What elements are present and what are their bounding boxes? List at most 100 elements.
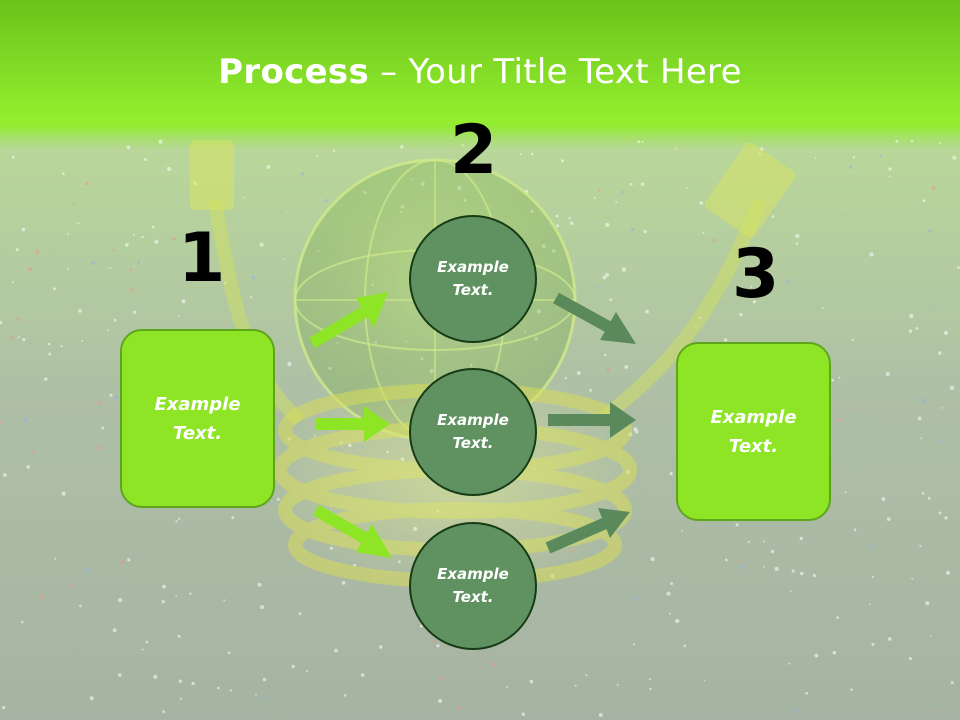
sparkle-dot bbox=[681, 530, 683, 532]
sparkle-dot bbox=[637, 140, 641, 144]
sparkle-dot bbox=[837, 418, 842, 422]
sparkle-dot bbox=[291, 664, 295, 669]
sparkle-dot bbox=[107, 329, 110, 332]
title-rest: – Your Title Text Here bbox=[369, 52, 742, 92]
sparkle-dot bbox=[589, 388, 593, 392]
sparkle-dot bbox=[72, 202, 75, 205]
sparkle-dot bbox=[124, 243, 129, 247]
sparkle-dot bbox=[643, 230, 647, 234]
sparkle-dot bbox=[255, 693, 257, 696]
sparkle-dot bbox=[250, 683, 253, 686]
sparkle-dot bbox=[650, 556, 655, 562]
sparkle-dot bbox=[6, 251, 8, 254]
circle-top-text: Example Text. bbox=[437, 258, 509, 299]
sparkle-dot bbox=[22, 337, 26, 342]
sparkle-dot bbox=[113, 318, 117, 322]
sparkle-dot bbox=[871, 642, 875, 646]
sparkle-dot bbox=[260, 605, 265, 610]
sparkle-dot bbox=[670, 582, 674, 586]
sparkle-dot bbox=[934, 242, 937, 245]
sparkle-dot bbox=[920, 437, 922, 440]
sparkle-dot bbox=[98, 445, 103, 451]
sparkle-dot bbox=[430, 639, 434, 643]
sparkle-dot bbox=[739, 565, 743, 569]
sparkle-dot bbox=[118, 598, 123, 603]
sparkle-dot bbox=[300, 172, 305, 176]
sparkle-dot bbox=[853, 528, 857, 532]
sparkle-dot bbox=[560, 159, 565, 163]
left-box-text: Example Text. bbox=[154, 393, 241, 444]
sparkle-dot bbox=[770, 549, 775, 554]
sparkle-dot bbox=[26, 465, 30, 469]
circle-top[interactable]: Example Text. bbox=[409, 215, 537, 343]
sparkle-dot bbox=[881, 497, 886, 502]
sparkle-dot bbox=[266, 165, 271, 169]
step-number-1: 1 bbox=[178, 219, 226, 298]
sparkle-dot bbox=[316, 155, 319, 157]
sparkle-dot bbox=[251, 275, 256, 280]
sparkle-dot bbox=[649, 687, 652, 691]
sparkle-dot bbox=[606, 367, 611, 372]
sparkle-dot bbox=[11, 281, 14, 284]
sparkle-dot bbox=[957, 266, 960, 269]
sparkle-dot bbox=[160, 160, 163, 163]
sparkle-dot bbox=[627, 143, 630, 146]
sparkle-dot bbox=[162, 710, 166, 714]
sparkle-dot bbox=[519, 153, 522, 156]
sparkle-dot bbox=[39, 594, 44, 599]
sparkle-dot bbox=[868, 545, 873, 549]
sparkle-dot bbox=[915, 327, 919, 330]
step-number-2: 2 bbox=[450, 111, 498, 190]
sparkle-dot bbox=[788, 662, 791, 665]
sparkle-dot bbox=[113, 395, 119, 400]
left-box[interactable]: Example Text. bbox=[120, 329, 275, 508]
sparkle-dot bbox=[686, 187, 688, 190]
sparkle-dot bbox=[911, 577, 914, 580]
sparkle-dot bbox=[869, 252, 874, 257]
sparkle-dot bbox=[180, 515, 184, 518]
sparkle-dot bbox=[48, 352, 52, 356]
sparkle-dot bbox=[191, 681, 195, 686]
sparkle-dot bbox=[838, 376, 841, 379]
sparkle-dot bbox=[624, 365, 629, 369]
sparkle-dot bbox=[257, 582, 262, 587]
circle-middle[interactable]: Example Text. bbox=[409, 368, 537, 496]
sparkle-dot bbox=[888, 167, 892, 171]
sparkle-dot bbox=[85, 181, 89, 186]
sparkle-dot bbox=[17, 336, 20, 339]
sparkle-dot bbox=[938, 142, 941, 144]
sparkle-dot bbox=[648, 677, 651, 681]
sparkle-dot bbox=[852, 408, 856, 412]
sparkle-dot bbox=[85, 568, 90, 573]
right-box-text: Example Text. bbox=[710, 406, 797, 457]
sparkle-dot bbox=[21, 227, 26, 232]
sparkle-dot bbox=[605, 222, 610, 227]
sparkle-dot bbox=[910, 139, 914, 143]
sparkle-dot bbox=[943, 330, 949, 335]
sparkle-dot bbox=[172, 237, 177, 241]
sparkle-dot bbox=[932, 329, 935, 332]
sparkle-dot bbox=[814, 157, 817, 159]
sparkle-dot bbox=[895, 140, 899, 143]
sparkle-dot bbox=[90, 261, 95, 266]
sparkle-dot bbox=[850, 688, 853, 692]
sparkle-dot bbox=[529, 679, 534, 684]
sparkle-dot bbox=[605, 273, 609, 277]
sparkle-dot bbox=[885, 372, 890, 377]
sparkle-dot bbox=[259, 695, 263, 699]
sparkle-dot bbox=[616, 683, 619, 686]
sparkle-dot bbox=[750, 285, 753, 288]
sparkle-dot bbox=[938, 511, 942, 515]
sparkle-dot bbox=[735, 523, 739, 527]
sparkle-dot bbox=[668, 612, 671, 615]
slide-title: Process – Your Title Text Here bbox=[0, 52, 960, 92]
sparkle-dot bbox=[152, 225, 155, 229]
sparkle-dot bbox=[243, 196, 245, 199]
sparkle-dot bbox=[752, 300, 757, 304]
circle-bottom[interactable]: Example Text. bbox=[409, 522, 537, 650]
sparkle-dot bbox=[189, 592, 192, 595]
sparkle-dot bbox=[927, 496, 931, 500]
sparkle-dot bbox=[223, 321, 226, 324]
right-box[interactable]: Example Text. bbox=[676, 342, 831, 521]
